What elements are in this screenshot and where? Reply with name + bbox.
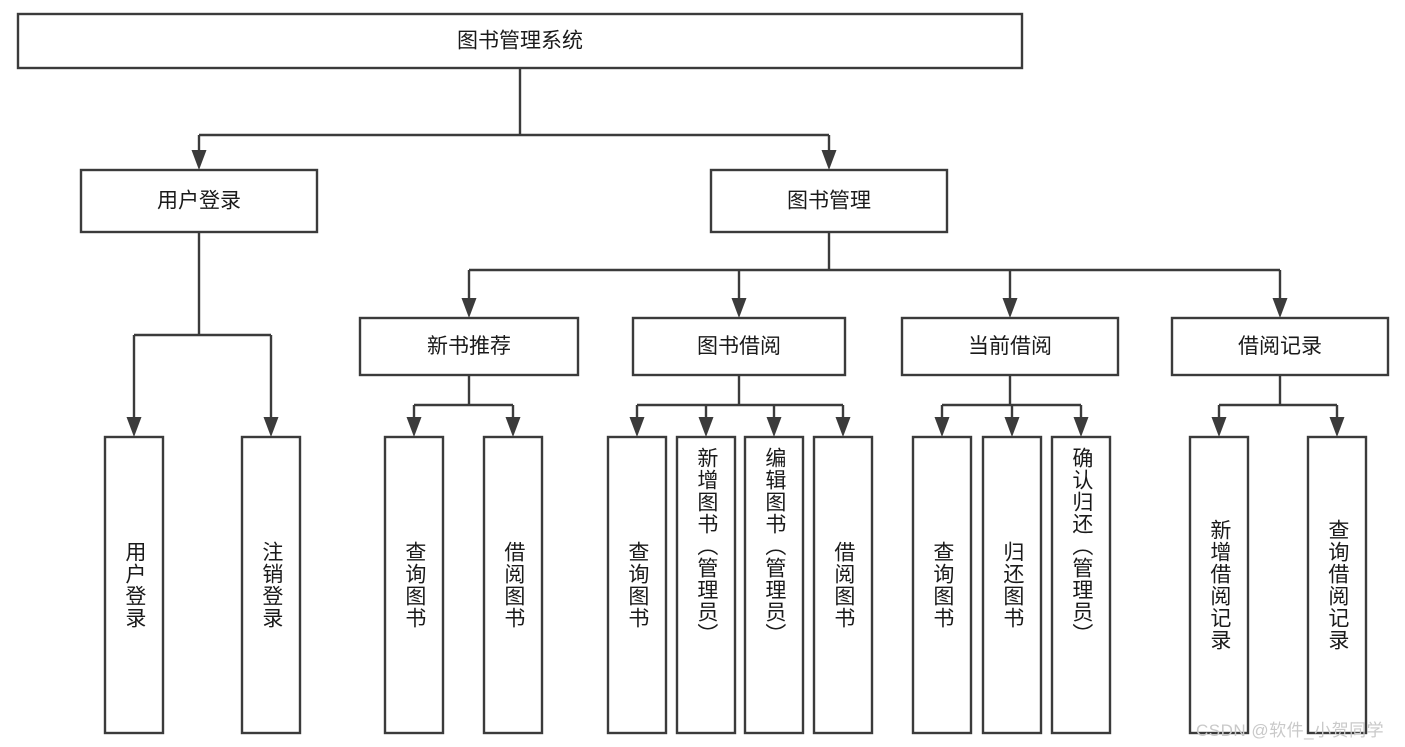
node-label-current-borrow: 当前借阅 [968,335,1052,358]
node-box-book-borrow[interactable] [631,316,847,377]
boxes-layer [16,12,1390,735]
node-box-leaf-return-book[interactable] [981,435,1043,735]
node-label-book-manage: 图书管理 [787,190,871,213]
node-box-leaf-query-book[interactable] [606,435,668,735]
arrow-head-icon [126,417,142,437]
node-box-leaf-query-current[interactable] [911,435,973,735]
arrow-head-icon [1073,417,1089,437]
arrow-head-icon [835,417,851,437]
node-box-leaf-borrow-book-rec[interactable] [482,435,544,735]
node-box-leaf-add-book[interactable] [675,435,737,735]
node-box-user-login[interactable] [79,168,319,234]
arrow-head-icon [698,417,714,437]
arrow-head-icon [1002,298,1018,318]
node-box-book-manage[interactable] [709,168,949,234]
arrow-head-icon [1329,417,1345,437]
arrow-head-icon [1272,298,1288,318]
arrow-head-icon [505,417,521,437]
arrow-head-icon [263,417,279,437]
arrow-head-icon [1211,417,1227,437]
arrow-head-icon [1004,417,1020,437]
node-box-leaf-add-record[interactable] [1188,435,1250,735]
watermark-text: CSDN @软件_小贺同学 [1196,721,1385,740]
arrow-head-icon [934,417,950,437]
node-box-leaf-edit-book[interactable] [743,435,805,735]
arrow-head-icon [629,417,645,437]
node-box-current-borrow[interactable] [900,316,1120,377]
node-label-user-login: 用户登录 [157,190,241,213]
arrow-head-icon [406,417,422,437]
node-box-leaf-confirm-return[interactable] [1050,435,1112,735]
node-box-new-book-rec[interactable] [358,316,580,377]
node-box-leaf-user-login[interactable] [103,435,165,735]
connectors-layer [126,68,1345,437]
node-label-borrow-record: 借阅记录 [1238,335,1322,358]
arrow-head-icon [766,417,782,437]
arrow-head-icon [461,298,477,318]
node-box-root[interactable] [16,12,1024,70]
arrow-head-icon [191,150,207,170]
node-box-leaf-logout[interactable] [240,435,302,735]
node-box-leaf-query-record[interactable] [1306,435,1368,735]
node-label-new-book-rec: 新书推荐 [427,335,511,358]
arrow-head-icon [821,150,837,170]
node-box-leaf-query-book-rec[interactable] [383,435,445,735]
node-label-book-borrow: 图书借阅 [697,335,781,358]
node-box-borrow-record[interactable] [1170,316,1390,377]
node-box-leaf-borrow-book[interactable] [812,435,874,735]
node-label-root: 图书管理系统 [457,30,583,53]
arrow-head-icon [731,298,747,318]
